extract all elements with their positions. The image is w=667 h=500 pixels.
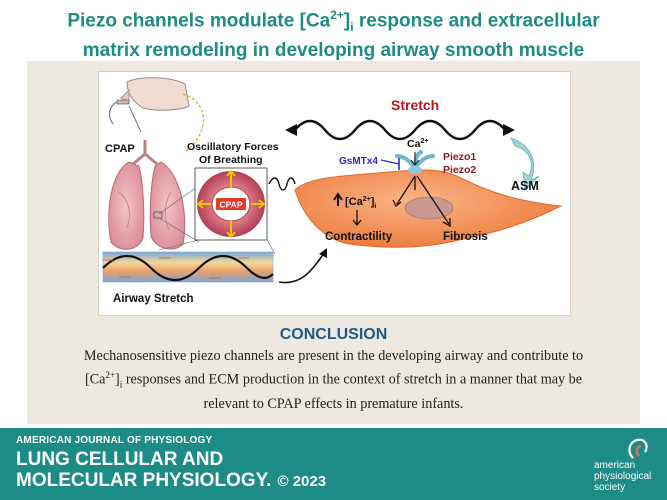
- calcium-influx-arrow-icon: [410, 152, 420, 166]
- airway-strip-icon: [102, 251, 274, 283]
- journal-kicker: AMERICAN JOURNAL OF PHYSIOLOGY: [16, 435, 213, 446]
- gsmtx4-label: GsMTx4: [339, 156, 378, 167]
- ca-increase-label: [Ca2+]i: [345, 196, 376, 210]
- arrow-to-contractility-icon: [352, 210, 362, 227]
- arrow-to-ca-increase-head-icon: [392, 199, 402, 208]
- cpap-tube-icon: [128, 93, 205, 153]
- gsmtx4-inhibit-line-icon: [380, 159, 400, 165]
- page-title: Piezo channels modulate [Ca2+]i response…: [0, 4, 667, 62]
- fibrosis-label: Fibrosis: [443, 231, 488, 243]
- stretch-wave-icon: [294, 119, 506, 141]
- nucleus-icon: [404, 196, 454, 220]
- journal-name-line-1: LUNG CELLULAR AND: [16, 449, 224, 470]
- calcium-label: Ca2+: [407, 138, 428, 150]
- title-line-1: Piezo channels modulate [Ca2+]i response…: [67, 8, 600, 35]
- journal-name-line-2: MOLECULAR PHYSIOLOGY.© 2023: [16, 470, 327, 491]
- cpap-label: CPAP: [105, 143, 135, 155]
- piezo-channel-icon: [395, 150, 435, 174]
- journal-footer: [0, 428, 667, 500]
- cpap-inner-label: CPAP: [220, 200, 243, 210]
- figure-svg: CPAP Oscillatory Forces Of Breathing CPA…: [102, 77, 563, 305]
- curved-arrow-icon: [278, 251, 326, 284]
- contractility-label: Contractility: [325, 231, 393, 243]
- copyright: © 2023: [277, 473, 327, 490]
- stretch-label: Stretch: [391, 97, 439, 113]
- oscillation-wave-icon: [268, 177, 296, 191]
- stretch-arrow-right-icon: [503, 124, 515, 136]
- airway-cross-section: CPAP: [194, 167, 268, 241]
- conclusion-line-3: relevant to CPAP effects in premature in…: [203, 395, 464, 412]
- piezo2-label: Piezo2: [443, 164, 476, 176]
- cycle-arrow-icon: [510, 137, 540, 191]
- graphical-abstract-figure: CPAP Oscillatory Forces Of Breathing CPA…: [98, 71, 571, 316]
- lungs-icon: [108, 140, 186, 250]
- curved-arrow-head-icon: [319, 248, 327, 258]
- increase-arrow-icon: [333, 192, 343, 206]
- airway-stretch-label: Airway Stretch: [113, 293, 194, 305]
- arrow-to-fibrosis-head-icon: [442, 218, 451, 228]
- conclusion-line-1: Mechanosensitive piezo channels are pres…: [83, 348, 584, 364]
- conclusion-line-2: [Ca2+]i responses and ECM production in …: [84, 370, 583, 390]
- stretch-arrow-left-icon: [285, 124, 297, 136]
- conclusion-heading: CONCLUSION: [279, 326, 388, 343]
- infant-head-icon: [108, 77, 190, 125]
- oscillatory-label-line1: Oscillatory Forces: [187, 141, 279, 153]
- title-line-2: matrix remodeling in developing airway s…: [82, 40, 585, 62]
- aps-society-name: american physiological society: [594, 460, 652, 493]
- piezo1-label: Piezo1: [443, 151, 476, 163]
- conclusion-text: Mechanosensitive piezo channels are pres…: [47, 347, 620, 414]
- journal-name: LUNG CELLULAR AND MOLECULAR PHYSIOLOGY.©…: [16, 449, 326, 492]
- arrow-to-fibrosis-icon: [416, 175, 450, 225]
- aps-logo-icon: [628, 438, 648, 459]
- asm-label: ASM: [511, 179, 539, 193]
- oscillatory-label-line2: Of Breathing: [199, 154, 263, 166]
- arrow-to-ca-increase-icon: [396, 175, 416, 205]
